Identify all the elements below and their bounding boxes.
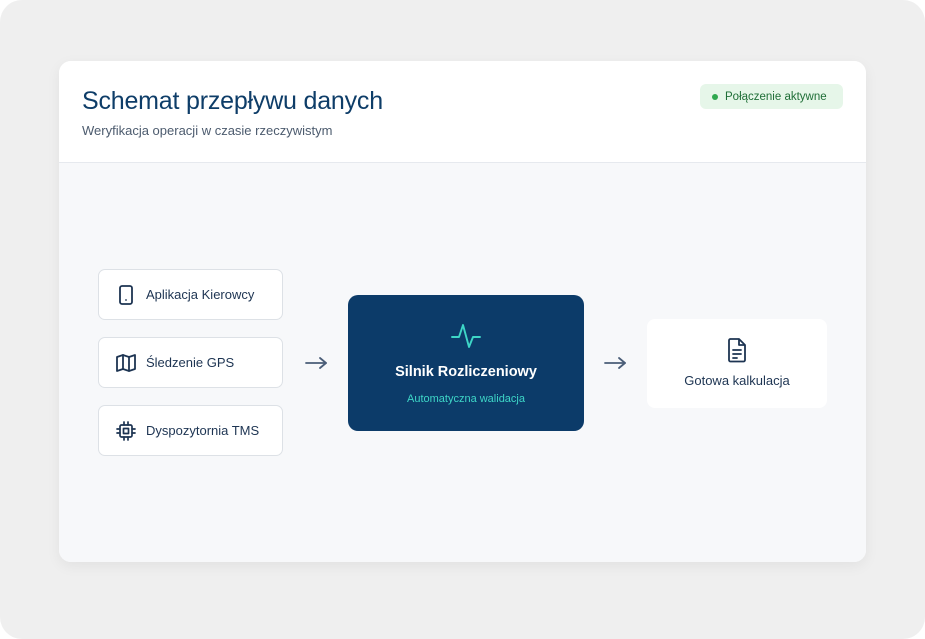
source-node-label: Śledzenie GPS xyxy=(146,355,235,370)
source-node-label: Aplikacja Kierowcy xyxy=(146,287,255,302)
source-node-label: Dyspozytornia TMS xyxy=(146,423,260,438)
source-node-driver-app[interactable]: Aplikacja Kierowcy xyxy=(98,269,283,320)
diagram-card: Schemat przepływu danych Weryfikacja ope… xyxy=(59,61,866,562)
engine-node[interactable]: Silnik Rozliczeniowy Automatyczna walida… xyxy=(348,295,584,431)
result-node[interactable]: Gotowa kalkulacja xyxy=(647,319,827,408)
result-label: Gotowa kalkulacja xyxy=(684,373,790,388)
page-subtitle: Weryfikacja operacji w czasie rzeczywist… xyxy=(82,123,333,138)
engine-subtitle: Automatyczna walidacja xyxy=(406,393,525,405)
arrow-right-icon xyxy=(604,357,626,369)
source-node-tms[interactable]: Dyspozytornia TMS xyxy=(98,405,283,456)
source-node-gps[interactable]: Śledzenie GPS xyxy=(98,337,283,388)
activity-pulse-icon xyxy=(451,324,481,348)
map-icon xyxy=(115,352,137,374)
status-badge-label: Połączenie aktywne xyxy=(725,90,827,103)
status-badge: Połączenie aktywne xyxy=(700,84,843,109)
engine-title: Silnik Rozliczeniowy xyxy=(395,364,537,380)
document-icon xyxy=(728,338,746,363)
arrow-right-icon xyxy=(305,357,327,369)
card-header: Schemat przepływu danych Weryfikacja ope… xyxy=(59,61,866,163)
flow-area: Aplikacja Kierowcy Śledzenie GPS xyxy=(59,163,866,562)
page-title: Schemat przepływu danych xyxy=(82,87,383,115)
status-dot-icon xyxy=(712,93,718,100)
smartphone-icon xyxy=(115,284,137,306)
cpu-chip-icon xyxy=(115,420,137,442)
